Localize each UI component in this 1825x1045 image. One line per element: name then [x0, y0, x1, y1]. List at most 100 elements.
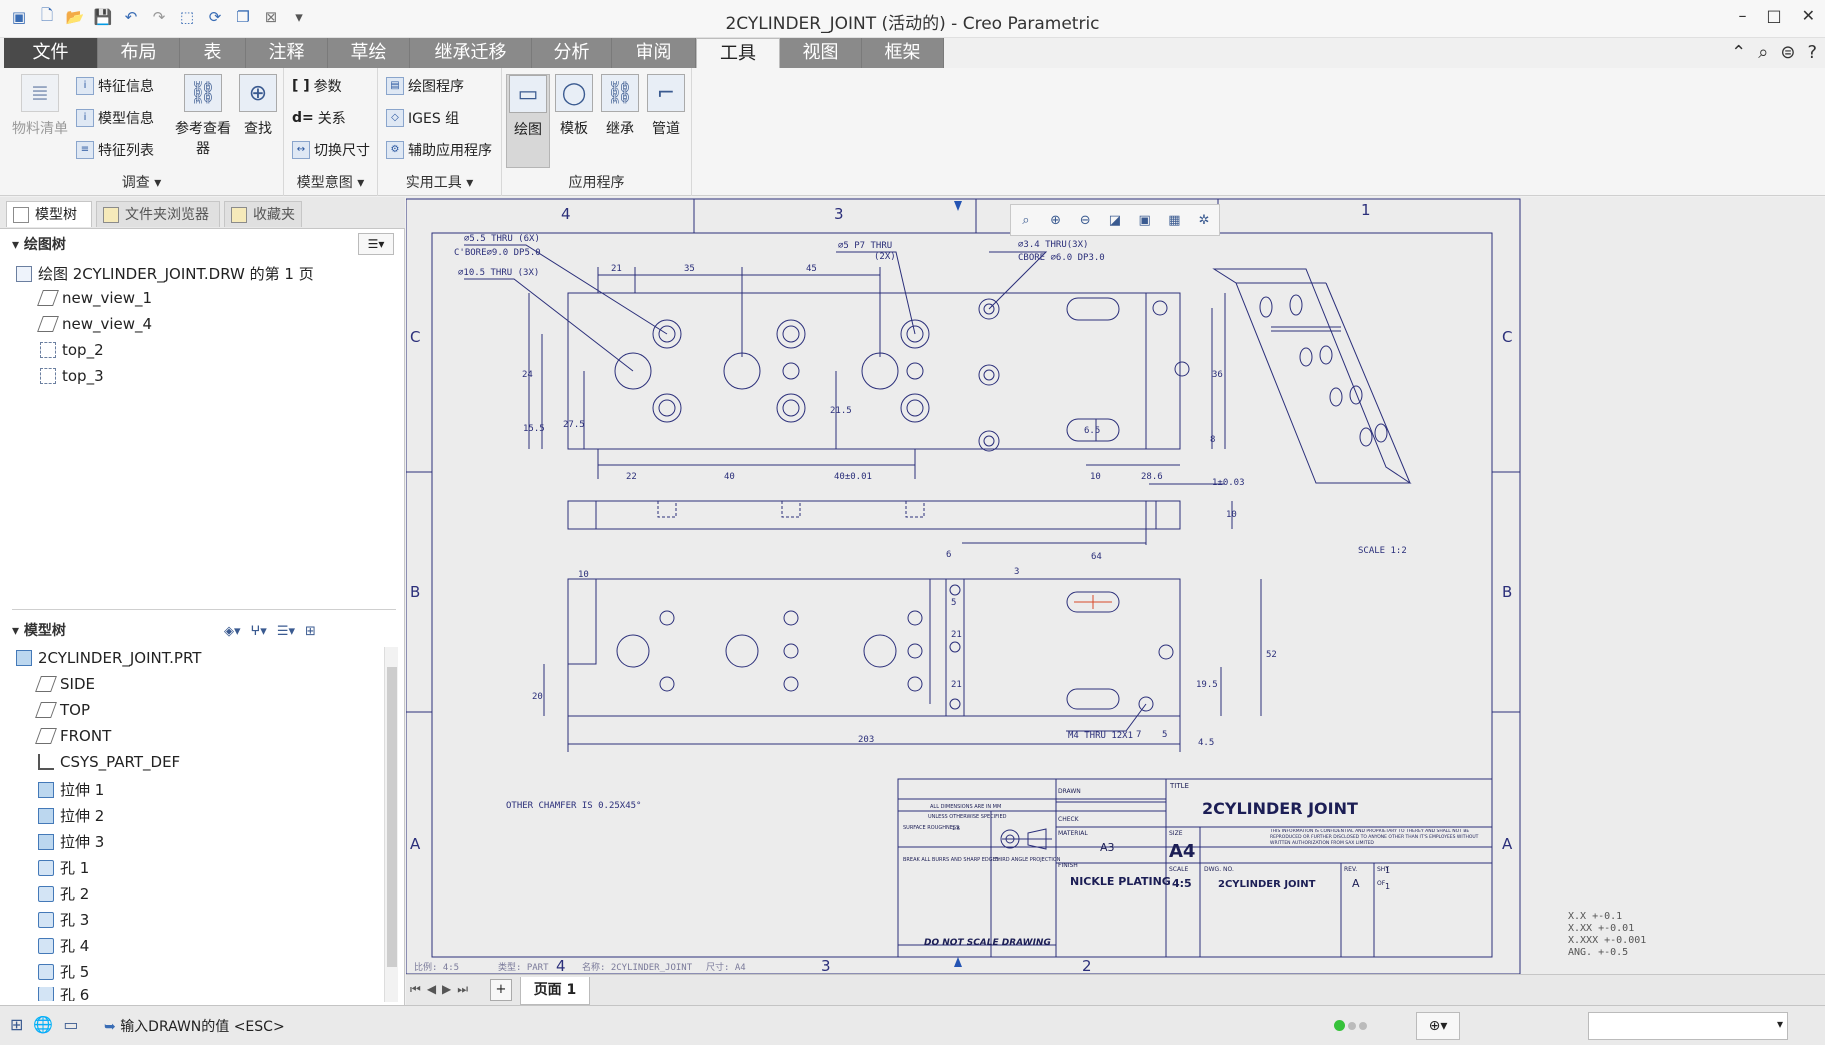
tab-legacy-migration[interactable]: 继承迁移	[410, 38, 532, 68]
piping-button[interactable]: ⌐ 管道	[644, 74, 688, 138]
first-sheet-icon[interactable]: ⏮	[410, 982, 421, 996]
model-tree-root[interactable]: 2CYLINDER_JOINT.PRT	[16, 649, 201, 667]
community-icon[interactable]: ⊜	[1780, 42, 1796, 63]
app-icon[interactable]: ▣	[11, 8, 27, 26]
new-file-icon[interactable]: 🗋	[40, 5, 54, 24]
refit-icon[interactable]: ⌕	[1022, 212, 1030, 228]
drawing-tree-root[interactable]: 绘图 2CYLINDER_JOINT.DRW 的第 1 页	[16, 263, 314, 284]
drawing-sheet[interactable]: 4 3 1 C B A C B A 4 3 2 ∅5.5 THRU (6X) C…	[406, 197, 1825, 974]
selection-filter-dropdown[interactable]: ▾	[1588, 1012, 1788, 1040]
group-label-model-intent[interactable]: 模型意图 ▾	[296, 175, 365, 191]
model-tree-item[interactable]: SIDE	[35, 675, 95, 693]
model-tree-item[interactable]: 孔 5	[38, 961, 89, 982]
model-tree-item[interactable]: 拉伸 3	[38, 831, 104, 852]
feature-list-button[interactable]: ≡特征列表	[76, 140, 154, 160]
scrollbar-thumb[interactable]	[387, 667, 397, 967]
display-style-icon[interactable]: ▣	[1138, 212, 1151, 228]
save-icon[interactable]: 💾	[93, 8, 113, 26]
tree-filter-icon[interactable]: ⵖ▾	[250, 623, 267, 639]
model-tree-item[interactable]: 孔 2	[38, 883, 89, 904]
help-icon[interactable]: ?	[1807, 42, 1817, 63]
relations-button[interactable]: d=关系	[292, 108, 346, 128]
drawing-tree-item[interactable]: top_2	[40, 341, 104, 359]
model-tree-item[interactable]: 孔 1	[38, 857, 89, 878]
tab-analysis[interactable]: 分析	[532, 38, 612, 68]
model-tree-item[interactable]: 拉伸 1	[38, 779, 104, 800]
layout-icon[interactable]: ⊞	[10, 1015, 24, 1034]
find-filter-button[interactable]: ⊕▾	[1416, 1012, 1460, 1040]
customize-qat-icon[interactable]: ▾	[295, 8, 303, 26]
drawing-tree-settings-button[interactable]: ☰▾	[358, 233, 394, 255]
model-tree-item[interactable]: 孔 4	[38, 935, 89, 956]
collapse-ribbon-icon[interactable]: ⌃	[1731, 42, 1747, 63]
close-window-icon[interactable]: ⊠	[264, 8, 278, 26]
undo-icon[interactable]: ↶	[124, 8, 138, 26]
tab-tools[interactable]: 工具	[696, 38, 780, 68]
tab-review[interactable]: 审阅	[612, 38, 696, 68]
drawing-tree-header[interactable]: ▾ 绘图树	[12, 237, 66, 253]
last-sheet-icon[interactable]: ⏭	[457, 982, 469, 996]
bom-button[interactable]: ≣ 物料清单	[10, 74, 70, 138]
aux-apps-button[interactable]: ⚙辅助应用程序	[386, 140, 492, 160]
fullscreen-icon[interactable]: ▭	[63, 1015, 79, 1034]
tree-settings-icon[interactable]: ☰▾	[276, 623, 296, 639]
tab-favorites[interactable]: 收藏夹	[224, 201, 302, 227]
drawing-tree-item[interactable]: new_view_1	[37, 289, 152, 307]
model-tree-item[interactable]: CSYS_PART_DEF	[38, 753, 180, 771]
panel-divider[interactable]	[12, 609, 396, 610]
inherit-button[interactable]: ⛓ 继承	[598, 74, 642, 138]
saved-views-icon[interactable]: ▦	[1168, 212, 1181, 228]
select-box-icon[interactable]: ⬚	[179, 8, 195, 26]
ref-viewer-button[interactable]: ⛓ 参考查看器	[170, 74, 236, 158]
add-sheet-button[interactable]: +	[490, 979, 512, 1001]
regenerate-icon[interactable]: ⟳	[208, 8, 222, 26]
graphics-area[interactable]: 4 3 1 C B A C B A 4 3 2 ∅5.5 THRU (6X) C…	[406, 197, 1825, 974]
minimize-button[interactable]: –	[1738, 6, 1747, 25]
group-label-investigate[interactable]: 调查 ▾	[121, 175, 162, 191]
drawing-program-button[interactable]: ▤绘图程序	[386, 76, 464, 96]
model-tree-item[interactable]: 孔 3	[38, 909, 89, 930]
group-label-utilities[interactable]: 实用工具 ▾	[405, 175, 474, 191]
iges-group-button[interactable]: ◇IGES 组	[386, 108, 459, 128]
repaint-icon[interactable]: ◪	[1108, 212, 1122, 228]
switch-dims-button[interactable]: ↔切换尺寸	[292, 140, 370, 160]
template-button[interactable]: ◯ 模板	[552, 74, 596, 138]
zoom-in-icon[interactable]: ⊕	[1050, 212, 1061, 228]
params-button[interactable]: [ ]参数	[292, 76, 342, 96]
drawing-tree-item[interactable]: new_view_4	[37, 315, 152, 333]
open-folder-icon[interactable]: 📂	[65, 8, 85, 26]
tab-file[interactable]: 文件	[4, 38, 98, 68]
prev-sheet-icon[interactable]: ◀	[426, 982, 437, 996]
tab-table[interactable]: 表	[180, 38, 246, 68]
model-tree-item[interactable]: FRONT	[35, 727, 111, 745]
windows-icon[interactable]: ❐	[236, 8, 250, 26]
tree-columns-icon[interactable]: ⊞	[305, 623, 316, 639]
drawing-app-button[interactable]: ▭ 绘图	[506, 74, 550, 168]
search-icon[interactable]: ⌕	[1758, 42, 1769, 63]
tab-layout[interactable]: 布局	[98, 38, 180, 68]
sheet-tab[interactable]: 页面 1	[520, 977, 590, 1005]
tab-annotate[interactable]: 注释	[246, 38, 328, 68]
tab-view[interactable]: 视图	[780, 38, 862, 68]
tab-frame[interactable]: 框架	[862, 38, 944, 68]
browser-icon[interactable]: 🌐	[33, 1015, 54, 1034]
datum-display-icon[interactable]: ✲	[1198, 212, 1210, 228]
model-tree-item[interactable]: 拉伸 2	[38, 805, 104, 826]
maximize-button[interactable]: □	[1766, 6, 1782, 25]
next-sheet-icon[interactable]: ▶	[442, 982, 452, 996]
close-button[interactable]: ✕	[1801, 6, 1815, 25]
model-tree-scrollbar[interactable]	[384, 647, 398, 1002]
show-icon[interactable]: ◈▾	[224, 623, 241, 639]
zoom-out-icon[interactable]: ⊖	[1079, 212, 1091, 228]
model-tree-item[interactable]: 孔 6	[38, 987, 89, 1001]
redo-icon[interactable]: ↷	[152, 8, 166, 26]
model-tree-header[interactable]: ▾ 模型树	[12, 623, 66, 639]
find-button[interactable]: ⊕ 查找	[236, 74, 280, 138]
tab-sketch[interactable]: 草绘	[328, 38, 410, 68]
model-tree-item[interactable]: TOP	[35, 701, 90, 719]
tab-folder-browser[interactable]: 文件夹浏览器	[96, 201, 220, 227]
drawing-tree-item[interactable]: top_3	[40, 367, 104, 385]
tab-model-tree[interactable]: 模型树	[6, 201, 92, 227]
